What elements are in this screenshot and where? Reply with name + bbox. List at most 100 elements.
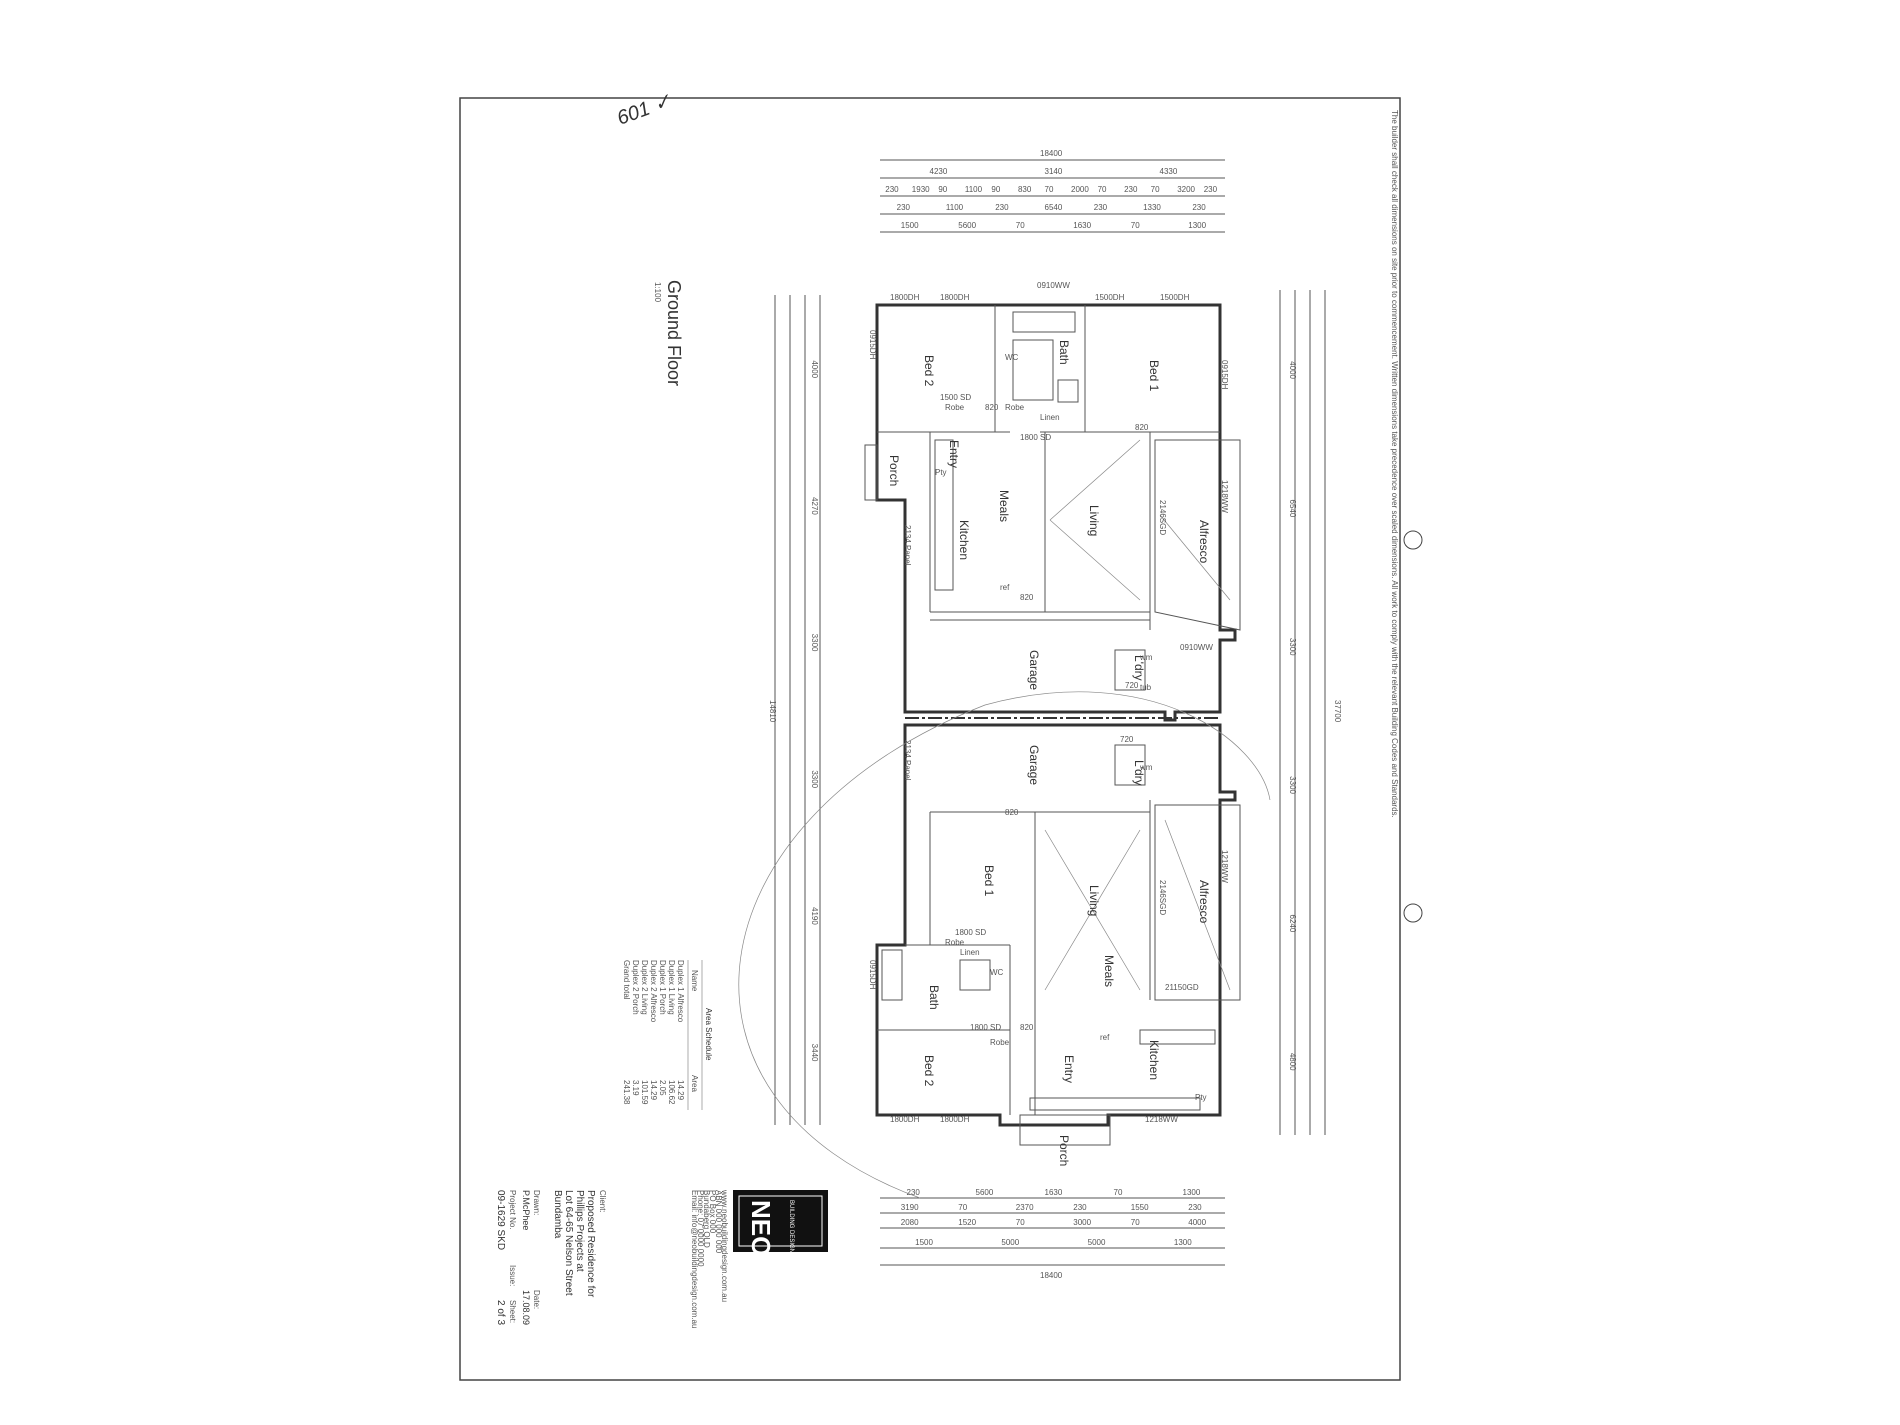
- room-label-unit2: Kitchen: [1147, 1040, 1161, 1080]
- door-code: 2134 Panel: [903, 740, 912, 781]
- top-dim-row3: 230: [1094, 203, 1108, 212]
- top-dim-row1: 3140: [1045, 167, 1063, 176]
- room-label-unit2: Garage: [1027, 745, 1041, 785]
- room-label-unit2: L'dry: [1132, 760, 1146, 786]
- window-code: 0910WW: [1180, 643, 1213, 652]
- window-code: 0910WW: [1037, 281, 1070, 290]
- company-line: PO Box 000: [708, 1190, 717, 1234]
- left-dim: 4270: [810, 497, 819, 515]
- bottom-dim-row3: 70: [1016, 1218, 1025, 1227]
- top-dim-row2: 70: [1151, 185, 1160, 194]
- top-dim-row4: 70: [1016, 221, 1025, 230]
- bottom-dim-row1: 1630: [1045, 1188, 1063, 1197]
- top-dim-row1: 4330: [1160, 167, 1178, 176]
- window-code: 1800DH: [890, 293, 920, 302]
- sheet-border: [459, 97, 1401, 1381]
- top-dim-row3: 1100: [946, 203, 964, 212]
- left-dim: 4190: [810, 907, 819, 925]
- door-code: 720: [1120, 735, 1134, 744]
- drawing-title-group: Ground Floor: [664, 280, 684, 386]
- drawing-scale: 1:100: [653, 282, 662, 303]
- date-value: 17.08.09: [521, 1290, 531, 1325]
- company-line: Phone: 07 0000 0000: [696, 1190, 705, 1267]
- room-label-unit2: Alfresco: [1197, 880, 1211, 924]
- fixture-label-unit1: tub: [1140, 683, 1152, 692]
- right-dim: 6540: [1288, 500, 1297, 518]
- client-label: Client:: [598, 1190, 607, 1213]
- area-row-name: Duplex 1 Living: [667, 960, 676, 1015]
- window-code: 2146SGD: [1158, 500, 1167, 535]
- area-total-value: 241.38: [622, 1080, 631, 1105]
- top-dim-row2: 90: [938, 185, 947, 194]
- sheet-label: Sheet:: [508, 1300, 517, 1323]
- top-dim-row4: 5600: [958, 221, 976, 230]
- door-code: 1500 SD: [940, 393, 971, 402]
- project-line: Phillips Projects at: [574, 1190, 585, 1272]
- area-row-name: Duplex 1 Alfresco: [676, 960, 685, 1023]
- area-total-label: Grand total: [622, 960, 631, 1000]
- bottom-dim-row4: 5000: [1001, 1238, 1019, 1247]
- bottom-dim-row3: 70: [1131, 1218, 1140, 1227]
- bottom-total-dim: 18400: [1040, 1271, 1063, 1280]
- svg-text:The builder shall check all di: The builder shall check all dimensions o…: [1390, 110, 1399, 818]
- window-code: 0915DH: [868, 960, 877, 990]
- project-line: Lot 64-65 Nelson Street: [563, 1190, 574, 1296]
- fixture-label-unit1: Pty: [935, 468, 947, 477]
- project-line: Bundamba: [552, 1190, 563, 1239]
- top-dim-row3: 1330: [1143, 203, 1161, 212]
- room-label-unit1: Kitchen: [957, 520, 971, 560]
- fixture-label-unit1: WC: [1005, 353, 1019, 362]
- bottom-dim-row2: 3190: [901, 1203, 919, 1212]
- door-code: 820: [985, 403, 999, 412]
- room-label-unit1: L'dry: [1132, 655, 1146, 681]
- bottom-dim-row4: 1500: [915, 1238, 933, 1247]
- fixture-label-unit2: Linen: [960, 948, 980, 957]
- room-label-unit1: Meals: [997, 490, 1011, 522]
- right-dim: 4000: [1288, 361, 1297, 379]
- fixture-label-unit2: wm: [1139, 763, 1153, 772]
- fixture-label-unit2: Pty: [1195, 1093, 1207, 1102]
- top-dim-row2: 70: [1045, 185, 1054, 194]
- room-label-unit1: Bed 2: [922, 355, 936, 387]
- bottom-dim-row3: 4000: [1188, 1218, 1206, 1227]
- door-code: 820: [1020, 1023, 1034, 1032]
- top-dim-row2: 1930: [912, 185, 930, 194]
- title-block: NEO BUILDING DESIGN www.neobuildingdesig…: [495, 1189, 828, 1328]
- left-dim: 3300: [810, 634, 819, 652]
- project-no-value: 09-1629 SKD: [495, 1190, 506, 1250]
- top-dim-row4: 1500: [901, 221, 919, 230]
- window-code: 1800DH: [940, 293, 970, 302]
- bottom-dim-row2: 1550: [1131, 1203, 1149, 1212]
- top-dim-row2: 230: [1204, 185, 1218, 194]
- fixture-label-unit1: ref: [1000, 583, 1010, 592]
- left-dim: 3300: [810, 770, 819, 788]
- bottom-dim-row1: 70: [1114, 1188, 1123, 1197]
- room-label-unit2: Entry: [1062, 1055, 1076, 1083]
- bottom-dim-row3: 1520: [958, 1218, 976, 1227]
- area-row-value: 14.29: [649, 1080, 658, 1101]
- top-dim-row4: 70: [1131, 221, 1140, 230]
- top-dim-row2: 230: [1124, 185, 1138, 194]
- door-code: 1800 SD: [1020, 433, 1051, 442]
- right-dim: 3300: [1288, 638, 1297, 656]
- drawn-label: Drawn:: [532, 1190, 541, 1215]
- left-dim: 4000: [810, 360, 819, 378]
- general-notes: The builder shall check all dimensions o…: [1390, 110, 1399, 818]
- window-code: 1500DH: [1160, 293, 1190, 302]
- area-header-area: Area: [690, 1075, 699, 1092]
- area-row-name: Duplex 2 Living: [640, 960, 649, 1015]
- company-line: ABN 000 000 000: [714, 1190, 723, 1254]
- room-label-unit1: Living: [1087, 505, 1101, 536]
- room-label-unit1: Porch: [887, 455, 901, 486]
- bottom-dim-row4: 5000: [1088, 1238, 1106, 1247]
- bottom-dim-row3: 2080: [901, 1218, 919, 1227]
- top-dim-row2: 830: [1018, 185, 1032, 194]
- top-dim-row3: 6540: [1045, 203, 1063, 212]
- logo-box: [733, 1190, 828, 1252]
- area-row-value: 3.19: [631, 1080, 640, 1096]
- area-header-name: Name: [690, 970, 699, 992]
- binder-hole: [1403, 903, 1423, 923]
- top-dim-row4: 1630: [1073, 221, 1091, 230]
